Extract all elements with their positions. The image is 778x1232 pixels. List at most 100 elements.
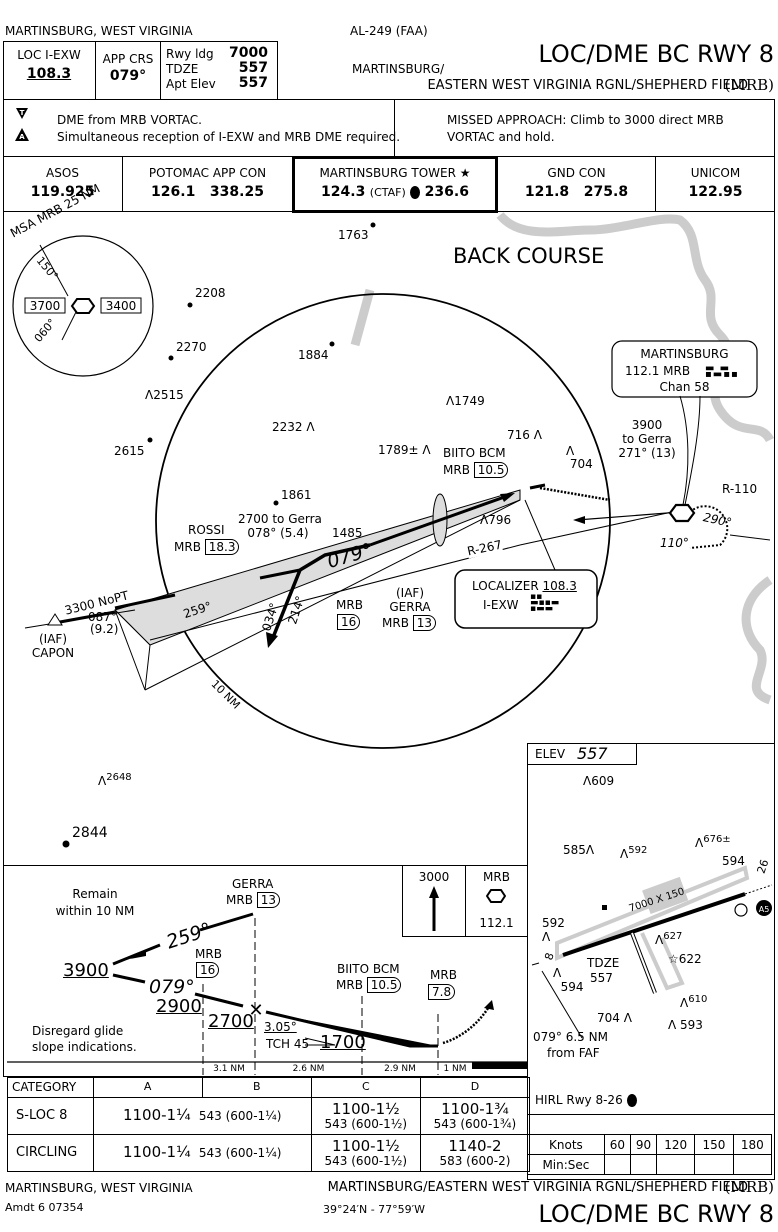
profile-biito-name: BIITO BCM — [337, 962, 400, 976]
profile-map-dme: 7.8 — [428, 984, 456, 1000]
hold-outbound: 110° — [660, 536, 689, 550]
localizer-box-id: I-EXW — [483, 598, 519, 612]
mins-header-b: B — [201, 1077, 312, 1098]
apt-obstacle-622: ☆622 — [668, 952, 702, 966]
app-crs-value: 079° — [109, 68, 147, 84]
segment-distance-4: 1 NM — [443, 1064, 467, 1074]
app-crs-label: APP CRS — [102, 52, 154, 66]
apt-obstacle-676: Λ676± — [695, 834, 731, 850]
note-simultaneous: Simultaneous reception of I-EXW and MRB … — [57, 130, 401, 144]
biito-fix-name: BIITO BCM — [443, 446, 506, 460]
speed-90: 90 — [629, 1134, 658, 1155]
apt-elev-value: 557 — [238, 75, 268, 91]
ctaf-label: (CTAF) — [369, 186, 406, 199]
mins-header-c: C — [310, 1077, 421, 1098]
segment-distance-3: 2.9 NM — [384, 1064, 416, 1074]
chart-id: AL-249 (FAA) — [350, 24, 428, 38]
capon-iaf: (IAF) — [38, 632, 67, 646]
remain-note-2: within 10 NM — [55, 904, 135, 918]
comm-asos-freq: 119.925 — [30, 184, 95, 200]
rwy-ldg-value: 7000 — [229, 45, 268, 61]
profile-alt-2900: 2900 — [156, 996, 202, 1017]
airport-graphics: A5 — [531, 865, 773, 1039]
localizer-box-label: LOCALIZER 108.3 — [472, 579, 577, 593]
missed-approach-line2: VORTAC and hold. — [447, 130, 555, 144]
climb-arrow-icon — [429, 886, 439, 931]
footer-amendment: Amdt 6 07354 — [5, 1201, 84, 1214]
feeder-note: 2700 to Gerra 078° (5.4) — [238, 512, 322, 540]
r267-radial — [149, 544, 521, 641]
tower-box — [292, 156, 498, 213]
briefing-strip — [3, 41, 278, 99]
speed-row-label: Min:Sec — [527, 1154, 605, 1175]
localizer-morse-icon: ▪▪▬▪▪▬▪▬▬ — [530, 592, 560, 614]
profile-alt-2700: 2700 — [208, 1011, 254, 1032]
lighting-icon — [626, 1094, 637, 1107]
obstacle-2615: 2615 — [114, 444, 145, 458]
faf-distance: 079° 6.5 NM — [533, 1030, 608, 1044]
holding-pattern — [689, 505, 729, 549]
plan-view-graphics — [12, 211, 775, 848]
airport-id: (MRB) — [724, 76, 774, 94]
vortac-name: MARTINSBURG — [640, 347, 729, 361]
runway-8-26 — [562, 892, 746, 957]
obstacle-2515: Λ2515 — [145, 388, 184, 402]
capon-note-crs: 087° — [88, 610, 117, 624]
comm-unicom-label: UNICOM — [690, 166, 741, 180]
obstacle-1884: 1884 — [298, 348, 329, 362]
obstacle-716: 716 Λ — [507, 428, 542, 442]
speed-120: 120 — [656, 1134, 696, 1155]
location-header: MARTINSBURG, WEST VIRGINIA — [5, 24, 193, 38]
speed-header-knots: Knots — [527, 1134, 605, 1155]
river — [496, 211, 775, 443]
windsock-icon — [734, 903, 748, 917]
apt-obstacle-610: Λ610 — [680, 994, 708, 1010]
mins-header-d: D — [419, 1077, 531, 1098]
hold-entry-note: 3900 to Gerra 271° (13) — [618, 418, 676, 460]
back-course-label: BACK COURSE — [453, 244, 605, 268]
svg-text:T: T — [20, 109, 25, 117]
obstacle-1763: 1763 — [338, 228, 369, 242]
apt-obstacle-593: Λ 593 — [668, 1018, 703, 1032]
lighting-icon — [410, 185, 421, 199]
hold-radial: R-110 — [722, 482, 758, 496]
vortac-channel: Chan 58 — [659, 380, 710, 394]
obstacle-1861: 1861 — [281, 488, 312, 502]
apt-obstacle-585: 585Λ — [563, 843, 595, 857]
svg-text:A: A — [19, 133, 25, 141]
profile-gerra-name: GERRA — [232, 877, 274, 891]
remain-note-1: Remain — [72, 887, 118, 901]
ma-fix-name: MRB — [483, 870, 510, 884]
comm-tower-label: MARTINSBURG TOWER ★ — [319, 166, 471, 180]
tch-value: TCH 45 — [266, 1037, 310, 1051]
airport-diagram — [527, 743, 775, 1180]
obstacle-2648: Λ2648 — [98, 772, 132, 788]
hirl-note: HIRL Rwy 8-26 — [535, 1093, 637, 1107]
elev-value: 557 — [577, 744, 608, 763]
elev-box — [527, 743, 637, 765]
apt-obstacle-592: Λ592 — [620, 845, 648, 861]
apt-obstacle-627: Λ627 — [655, 931, 683, 947]
speed-180: 180 — [732, 1134, 773, 1155]
profile-missed-approach — [442, 1004, 492, 1045]
obstacle-1485: 1485 — [332, 526, 363, 540]
footer-location: MARTINSBURG, WEST VIRGINIA — [5, 1181, 193, 1195]
gerra-iaf: (IAF) — [395, 586, 424, 600]
disregard-note-1: Disregard glide — [32, 1024, 124, 1038]
tdze-label: TDZE — [166, 62, 199, 76]
footer-procedure-title: LOC/DME BC RWY 8 — [538, 1200, 774, 1228]
apt-obstacle-594-east: 594 — [722, 854, 745, 868]
gerra-name: GERRA — [389, 600, 431, 614]
ten-nm-ring — [155, 293, 611, 749]
apt-obstacle-704: 704 Λ — [597, 1011, 632, 1025]
profile-alt-3900: 3900 — [63, 960, 109, 981]
segment-distance-1: 3.1 NM — [213, 1064, 245, 1074]
profile-fix16-mrb: MRB — [195, 947, 222, 961]
a5-lighting-icon — [756, 900, 772, 916]
vortac-frequency: 112.1 MRB — [625, 364, 691, 378]
a-symbol-icon: A — [15, 128, 29, 141]
comm-tower-freq-b: 236.6 — [424, 184, 469, 200]
comm-asos-label: ASOS — [46, 166, 79, 180]
